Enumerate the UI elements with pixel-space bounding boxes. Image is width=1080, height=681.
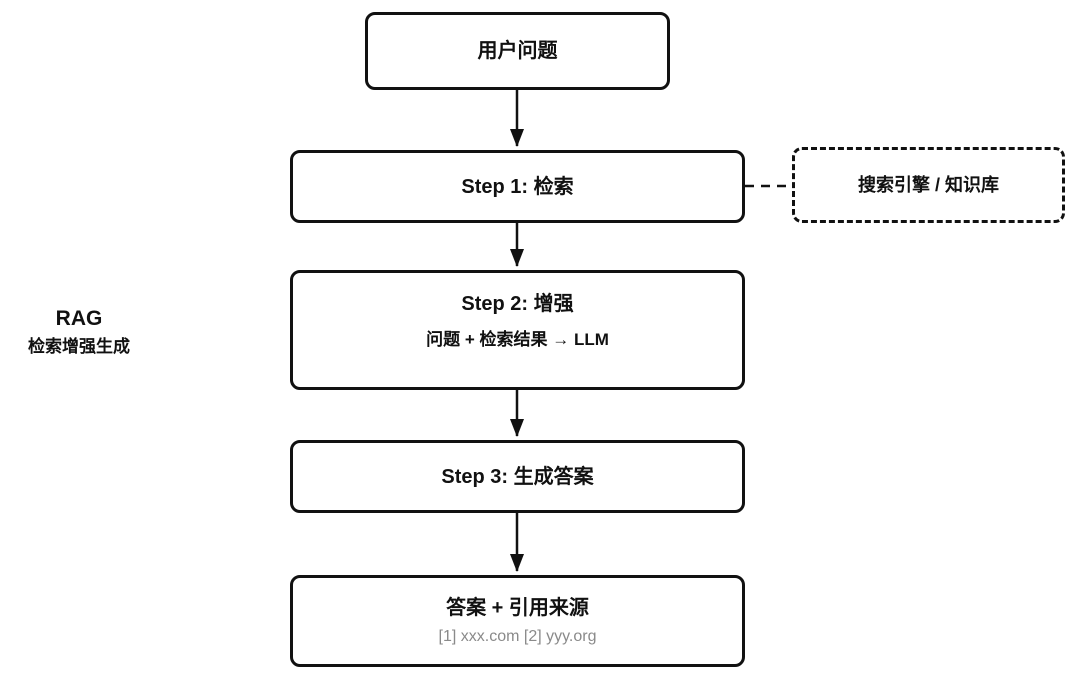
node-knowledge-source-label: 搜索引擎 / 知识库 xyxy=(857,175,999,195)
side-label-rag: RAG 检索增强生成 xyxy=(0,306,158,358)
node-step3-generation: Step 3: 生成答案 xyxy=(290,440,745,513)
node-step2-label: Step 2: 增强 xyxy=(461,293,574,315)
node-step1-label: Step 1: 检索 xyxy=(461,175,574,198)
node-step1-retrieval: Step 1: 检索 xyxy=(290,150,745,223)
rag-title: RAG xyxy=(55,307,103,330)
node-user-question-label: 用户问题 xyxy=(477,40,558,62)
node-answer-citations: 答案 + 引用来源 [1] xxx.com [2] yyy.org xyxy=(290,575,745,667)
node-step3-label: Step 3: 生成答案 xyxy=(441,465,594,488)
node-knowledge-source: 搜索引擎 / 知识库 xyxy=(792,147,1065,223)
node-answer-label: 答案 + 引用来源 xyxy=(446,597,589,619)
node-answer-citation-sources: [1] xxx.com [2] yyy.org xyxy=(438,628,597,645)
node-step2-augmentation: Step 2: 增强 问题 + 检索结果 → LLM xyxy=(290,270,745,390)
node-step2-formula: 问题 + 检索结果 → LLM xyxy=(426,330,609,349)
rag-subtitle: 检索增强生成 xyxy=(28,337,130,356)
node-user-question: 用户问题 xyxy=(365,12,670,90)
